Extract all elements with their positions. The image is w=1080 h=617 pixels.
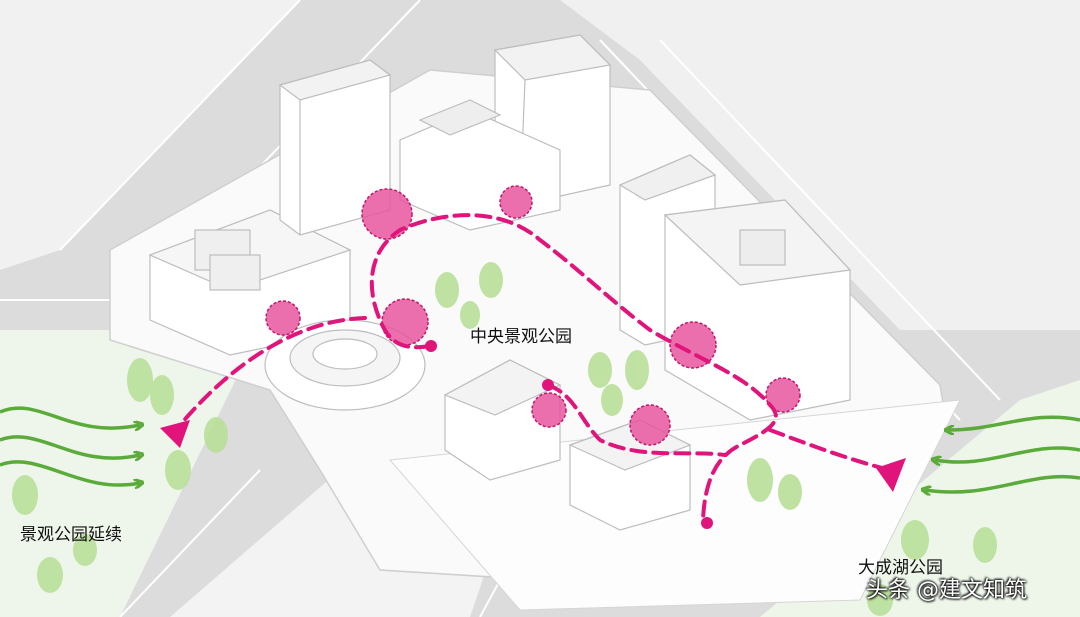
route-endpoint-dot xyxy=(701,517,713,529)
green-flow-arrows-right xyxy=(925,415,1080,492)
node-circle xyxy=(669,321,717,369)
park-extension-label: 景观公园延续 xyxy=(20,525,122,545)
left-green-block xyxy=(0,330,260,617)
route-endpoint-dot xyxy=(542,379,554,391)
west-route xyxy=(178,316,367,427)
east-arrowhead xyxy=(876,458,906,492)
node-circle xyxy=(765,377,801,413)
east-route xyxy=(768,428,892,472)
node-circle xyxy=(361,188,413,240)
top-left-block xyxy=(0,0,300,270)
green-flow-arrows-left xyxy=(0,406,140,485)
buildings xyxy=(148,34,852,531)
main-route xyxy=(369,213,778,522)
node-circle xyxy=(629,404,671,446)
top-right-block xyxy=(560,0,1080,330)
watermark: 头条 @建文知筑 xyxy=(866,578,1027,603)
circulation-routes xyxy=(178,213,892,522)
activity-nodes xyxy=(265,185,801,446)
route-endpoint-dot xyxy=(425,340,437,352)
lake-park-label: 大成湖公园 xyxy=(858,558,943,578)
trees xyxy=(12,262,997,616)
west-arrowhead xyxy=(160,420,190,448)
central-park-label: 中央景观公园 xyxy=(470,327,572,347)
node-circle xyxy=(381,298,429,346)
node-circle xyxy=(499,185,533,219)
south-route xyxy=(546,383,727,457)
node-circle xyxy=(265,300,301,336)
node-circle xyxy=(531,392,567,428)
